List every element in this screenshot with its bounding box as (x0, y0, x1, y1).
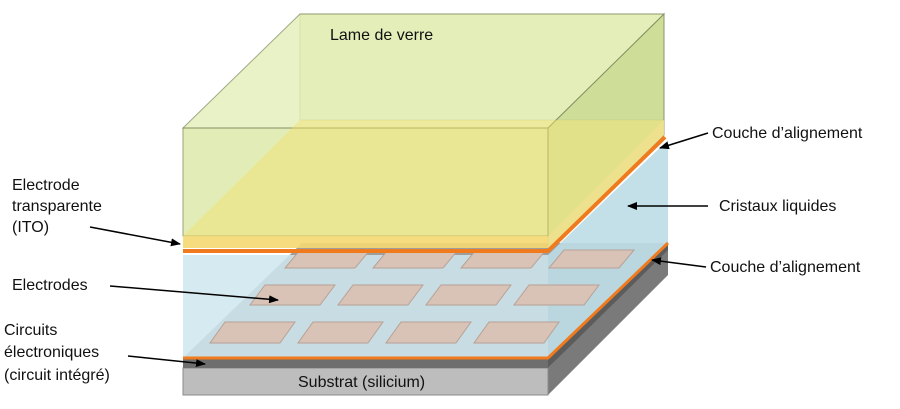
circuit-layer (183, 358, 548, 368)
electrode-pad (209, 321, 296, 344)
electrode-pad (473, 321, 560, 344)
electrode-pad (337, 284, 424, 306)
electrode-pad (249, 284, 336, 306)
arrow-circuits (127, 355, 206, 368)
circuit-layer-side (548, 243, 668, 368)
electrode-row-2 (249, 284, 600, 306)
electrode-pad (425, 284, 512, 306)
label-alignment-layer-bottom: Couche d’alignement (710, 259, 861, 276)
label-substrate: Substrat (silicium) (298, 374, 425, 391)
label-alignment-layer-top: Couche d’alignement (712, 125, 863, 142)
leader-arrows (89, 132, 709, 368)
electrode-row-3 (209, 321, 560, 344)
ito-layer (183, 120, 664, 250)
arrow-alignment-bottom (651, 257, 707, 268)
substrate-side (548, 248, 668, 395)
alignment-layer-bottom (183, 241, 670, 360)
label-transparent-electrode-1: Electrode (12, 177, 80, 194)
label-liquid-crystals: Cristaux liquides (719, 198, 836, 215)
label-transparent-electrode-3: (ITO) (12, 219, 49, 236)
electrode-pad (513, 284, 600, 306)
electrode-pad (297, 321, 384, 344)
label-circuits-3: (circuit intégré) (4, 367, 110, 384)
electrode-pad (547, 249, 636, 269)
arrow-electrodes (109, 285, 279, 304)
glass-plate (181, 12, 666, 252)
label-glass-plate: Lame de verre (330, 27, 433, 44)
electrode-pad (385, 321, 472, 344)
label-transparent-electrode-2: transparente (12, 198, 102, 215)
ito-top-inner (183, 120, 664, 236)
label-electrodes: Electrodes (12, 277, 88, 294)
labels: Lame de verre Couche d’alignement Crista… (4, 27, 863, 391)
ito-front (183, 236, 548, 248)
alignment-layer-top (183, 135, 667, 253)
ito-side (548, 120, 664, 250)
label-circuits-2: électroniques (4, 344, 99, 361)
label-circuits-1: Circuits (4, 322, 57, 339)
arrow-alignment-top (659, 132, 709, 150)
arrow-transparent-electrode (89, 226, 181, 247)
